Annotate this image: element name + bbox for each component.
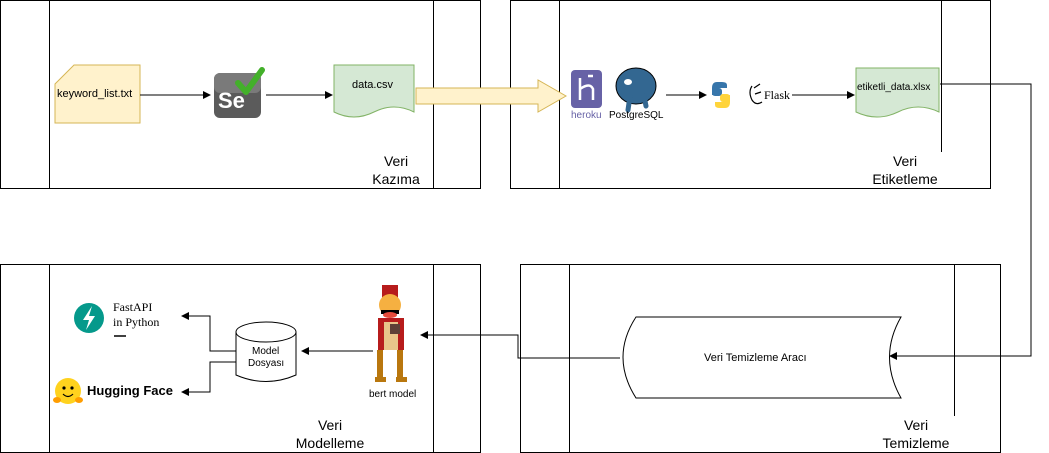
cleaning-tool-label: Veri Temizleme Aracı — [704, 352, 807, 364]
fastapi-icon — [74, 303, 126, 337]
model-file-shape — [235, 321, 297, 382]
stage-label-modeling-line2: Modelleme — [295, 435, 365, 451]
stage-label-labeling-line1: Veri — [892, 153, 918, 169]
stage-label-cleaning-line1: Veri — [903, 417, 929, 433]
model-file-label-line2: Dosyası — [248, 358, 285, 369]
heroku-icon — [571, 70, 602, 108]
huggingface-icon — [53, 378, 83, 404]
flask-icon — [749, 83, 763, 105]
flask-label: Flask — [764, 88, 791, 102]
data-csv-shape — [333, 64, 415, 118]
stage-label-scraping: Veri Kazıma — [366, 152, 426, 188]
stage-label-labeling: Veri Etiketleme — [864, 152, 946, 188]
stage-label-modeling-line1: Veri — [317, 417, 343, 433]
heroku-label: heroku — [571, 110, 602, 121]
selenium-icon — [214, 67, 265, 118]
keyword-file-label: keyword_list.txt — [57, 88, 133, 100]
stage-label-modeling: Veri Modelleme — [290, 416, 370, 452]
stage-label-cleaning: Veri Temizleme — [875, 416, 957, 452]
bert-model-label: bert model — [369, 389, 417, 400]
stage-label-cleaning-line2: Temizleme — [882, 435, 950, 451]
model-file-label-line1: Model — [252, 346, 280, 357]
huggingface-label: Hugging Face — [87, 383, 173, 398]
stage-label-labeling-line2: Etiketleme — [872, 171, 938, 187]
transfer-arrow — [415, 79, 568, 113]
data-csv-label: data.csv — [352, 79, 393, 91]
stage-label-scraping-line2: Kazıma — [372, 171, 420, 187]
labeled-file-label: etiketli_data.xlsx — [857, 82, 931, 93]
cleaning-tool-shape — [622, 316, 902, 399]
fastapi-label-line1: FastAPI — [113, 300, 153, 314]
postgresql-icon — [615, 67, 657, 113]
stage-label-scraping-line1: Veri — [383, 153, 409, 169]
postgres-label: PostgreSQL — [609, 110, 664, 121]
bert-model-icon — [375, 285, 407, 382]
fastapi-label-line2: in Python — [113, 315, 160, 329]
selenium-logo-text: Se — [218, 88, 245, 113]
python-icon — [712, 82, 730, 108]
keyword-file-shape — [54, 64, 141, 124]
labeled-file-shape — [855, 67, 940, 118]
